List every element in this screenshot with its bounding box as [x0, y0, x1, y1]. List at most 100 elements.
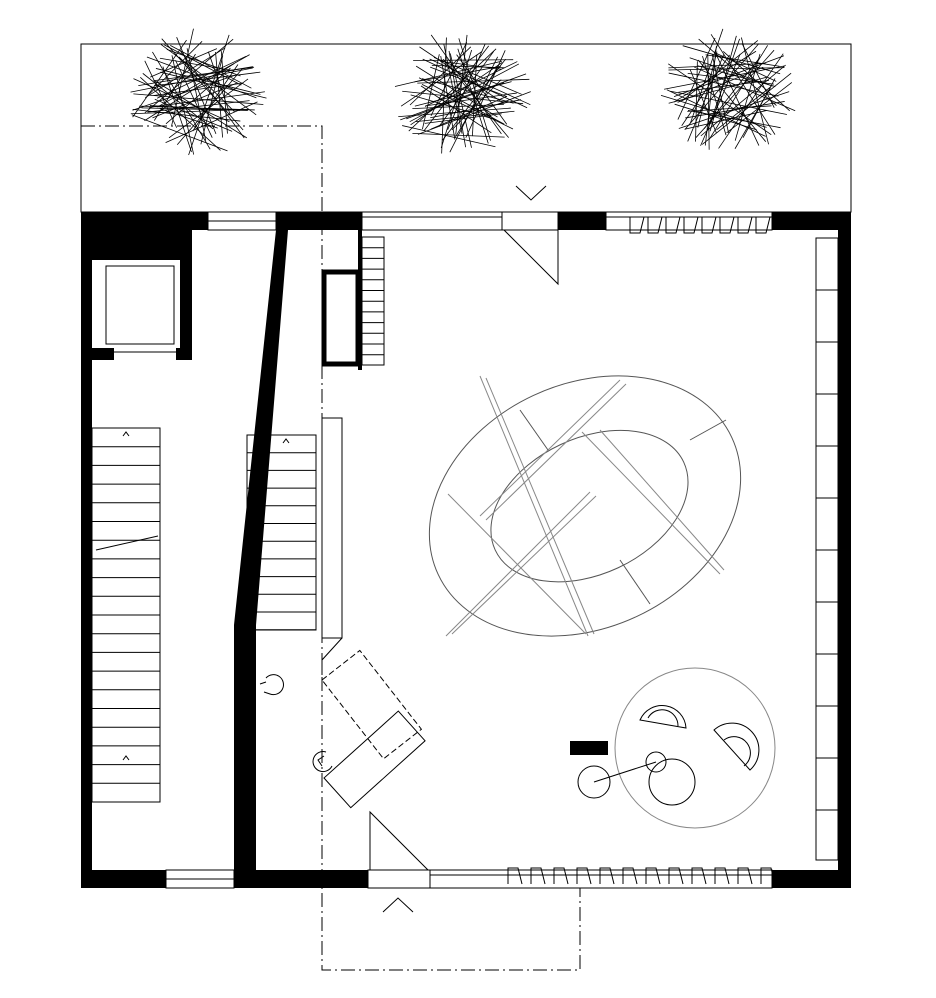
tree-branch: [685, 101, 785, 119]
shelf: [714, 867, 730, 885]
tree-branch: [660, 94, 767, 128]
tree-branch: [458, 38, 491, 141]
shelf: [691, 867, 707, 885]
tree-branch: [413, 66, 501, 83]
tree-branch: [165, 67, 231, 125]
tree-icon: [130, 28, 267, 156]
wall-bench: [815, 237, 839, 861]
interior-wall: [234, 230, 288, 870]
tree-branch: [418, 77, 505, 125]
shelf: [755, 216, 771, 234]
tree-branch: [132, 39, 187, 118]
tree-branch: [668, 76, 768, 104]
tree-branch: [220, 51, 228, 134]
tree-branch: [413, 59, 514, 61]
reception-desk: [321, 637, 426, 809]
tree-branch: [734, 87, 771, 149]
stair-break-line: [95, 535, 159, 551]
tree-branch: [465, 50, 506, 138]
stair-left: [91, 427, 161, 803]
tree-branch: [140, 77, 221, 151]
tree-branch: [443, 44, 463, 134]
tree-branch: [148, 41, 203, 96]
tree-branch: [144, 60, 178, 128]
trees: [130, 28, 796, 156]
tree-branch: [130, 108, 249, 115]
tree-branch: [400, 73, 527, 121]
tree-branch: [152, 82, 237, 119]
tree-branch: [420, 85, 492, 134]
shelf: [668, 867, 684, 885]
tree-branch: [175, 60, 213, 138]
shelf: [507, 867, 523, 885]
tree-branch: [155, 68, 261, 95]
tree-branch: [176, 37, 217, 134]
tree-branch: [689, 57, 773, 87]
tree-branch: [698, 38, 777, 106]
tree-branch: [409, 46, 472, 106]
tree-branch: [689, 69, 717, 134]
tree-branch: [700, 53, 741, 146]
shelf: [760, 867, 776, 885]
tree-branch: [132, 74, 236, 111]
tree-branch: [142, 73, 214, 130]
tree-branch: [440, 49, 473, 149]
bench-outline: [815, 237, 839, 861]
tree-branch: [687, 54, 725, 142]
shelf: [622, 867, 638, 885]
tree-branch: [687, 105, 772, 112]
tree-branch: [415, 65, 498, 118]
tree-branch: [687, 110, 781, 129]
tree-branch: [160, 44, 257, 116]
tree-branch: [422, 54, 440, 130]
tree-branch: [668, 63, 766, 69]
tree-branch: [451, 79, 502, 131]
tree-branch: [707, 54, 710, 150]
shelf: [737, 867, 753, 885]
tree-branch: [186, 48, 207, 141]
chair-icon: [259, 674, 333, 773]
window-shelves: [507, 216, 776, 885]
tree-branch: [666, 89, 766, 137]
stair-middle: [246, 434, 317, 631]
tree-branch: [673, 55, 785, 97]
tree-branch: [438, 51, 494, 127]
shelf: [719, 216, 735, 234]
shelf: [701, 216, 717, 234]
tree-branch: [419, 46, 505, 104]
tree-branch: [440, 60, 502, 70]
tree-branch: [456, 54, 508, 125]
lounge-area: [570, 667, 776, 829]
tree-branch: [472, 54, 478, 137]
tree-branch: [144, 63, 235, 122]
tree-branch: [668, 72, 779, 97]
shelf: [647, 216, 663, 234]
tree-branch: [161, 38, 244, 131]
tree-branch: [402, 125, 496, 148]
tree-branch: [215, 51, 223, 138]
tree-branch: [132, 108, 241, 122]
stair-rail: [321, 417, 343, 639]
stair-arrow-icon: [122, 755, 130, 761]
tree-branch: [700, 64, 786, 137]
tree-branch: [682, 45, 781, 75]
tree-branch: [131, 114, 228, 152]
tree-branch: [417, 78, 530, 84]
tree-branch: [718, 53, 784, 149]
wall-segment: [358, 230, 362, 370]
stair-arrow-icon: [122, 431, 130, 437]
stair-arrow-icon: [282, 438, 290, 444]
small-stair: [361, 236, 385, 366]
tree-branch: [726, 82, 793, 134]
tree-branch: [702, 55, 727, 136]
tree-branch: [695, 61, 698, 142]
shelf: [599, 867, 615, 885]
tree-branch: [424, 61, 518, 107]
tree-branch: [705, 54, 780, 67]
windows: [165, 211, 773, 889]
tree-branch: [678, 80, 769, 93]
tree-branch: [668, 67, 785, 71]
oval-grid-lines: [445, 375, 727, 637]
tree-branch: [433, 57, 522, 95]
